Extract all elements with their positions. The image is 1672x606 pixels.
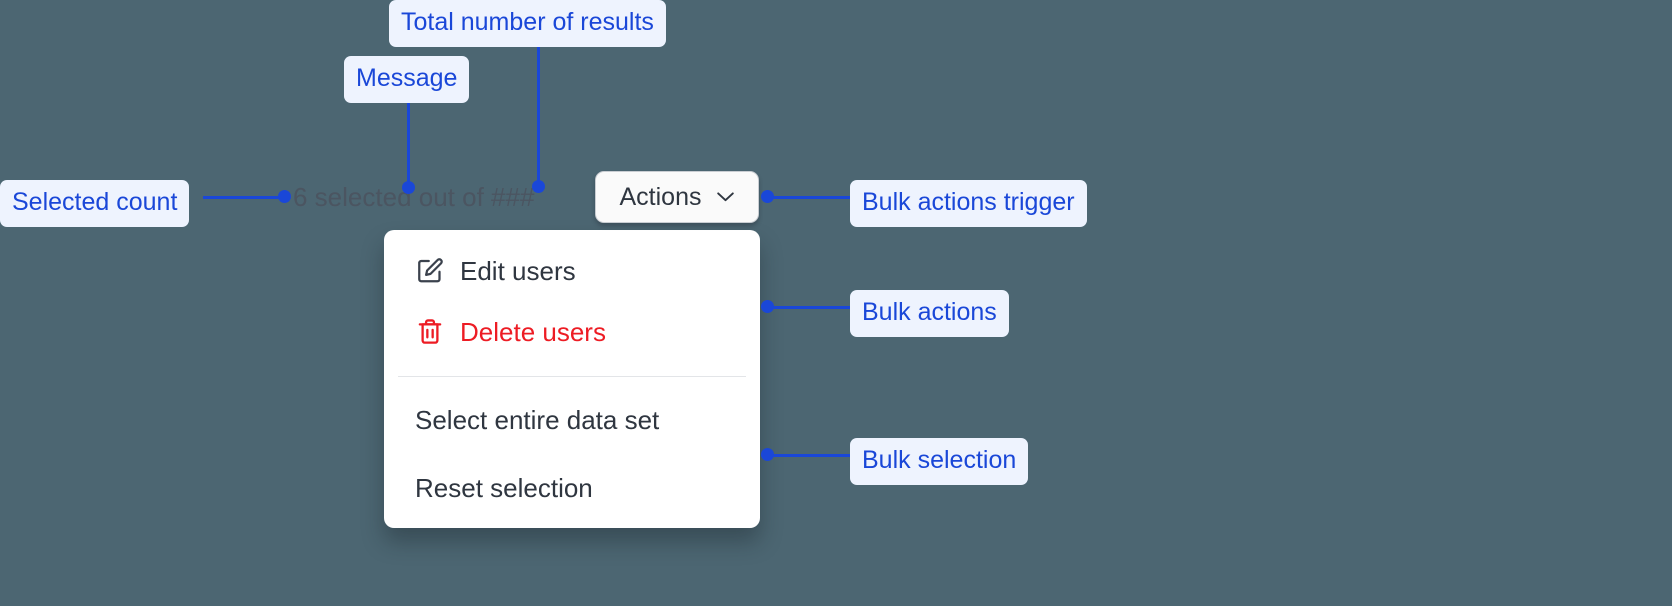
connector-line-bulk-selection (765, 454, 851, 457)
connector-line-total-number-of-results (537, 38, 540, 186)
menu-item-label: Edit users (460, 255, 576, 286)
connector-line-selected-count (203, 196, 285, 199)
connector-dot-message (402, 181, 415, 194)
chevron-down-icon (717, 192, 735, 202)
connector-dot-total-number-of-results (532, 180, 545, 193)
menu-item-label: Delete users (460, 316, 606, 347)
trash-icon (414, 316, 446, 348)
bulk-actions-trigger-button[interactable]: Actions (595, 171, 759, 223)
annotation-label-bulk-selection: Bulk selection (850, 438, 1029, 485)
connector-dot-bulk-actions (761, 300, 774, 313)
connector-dot-bulk-actions-trigger (761, 190, 774, 203)
annotation-label-message: Message (344, 56, 470, 103)
annotation-label-selected-count: Selected count (0, 180, 190, 227)
connector-line-message (407, 94, 410, 186)
connector-dot-bulk-selection (761, 448, 774, 461)
menu-item-edit-users[interactable]: Edit users (384, 230, 760, 298)
annotation-label-bulk-actions: Bulk actions (850, 290, 1009, 337)
bulk-actions-trigger-label: Actions (619, 182, 702, 211)
menu-item-select-entire-data-set[interactable]: Select entire data set (384, 386, 760, 454)
connector-dot-selected-count (278, 190, 291, 203)
bulk-actions-group: Edit users Delete users (384, 230, 760, 366)
annotation-label-bulk-actions-trigger: Bulk actions trigger (850, 180, 1087, 227)
edit-pencil-icon (414, 255, 446, 287)
menu-item-reset-selection[interactable]: Reset selection (384, 454, 760, 522)
bulk-selection-group: Select entire data set Reset selection (384, 386, 760, 522)
menu-item-label: Reset selection (415, 472, 593, 503)
menu-item-label: Select entire data set (415, 404, 660, 435)
bulk-actions-menu: Edit users Delete users Select entire da… (384, 230, 760, 528)
connector-line-bulk-actions (765, 306, 851, 309)
connector-line-bulk-actions-trigger (765, 196, 851, 199)
annotation-label-total-number-of-results: Total number of results (389, 0, 666, 47)
menu-divider (398, 376, 746, 377)
menu-item-delete-users[interactable]: Delete users (384, 298, 760, 366)
